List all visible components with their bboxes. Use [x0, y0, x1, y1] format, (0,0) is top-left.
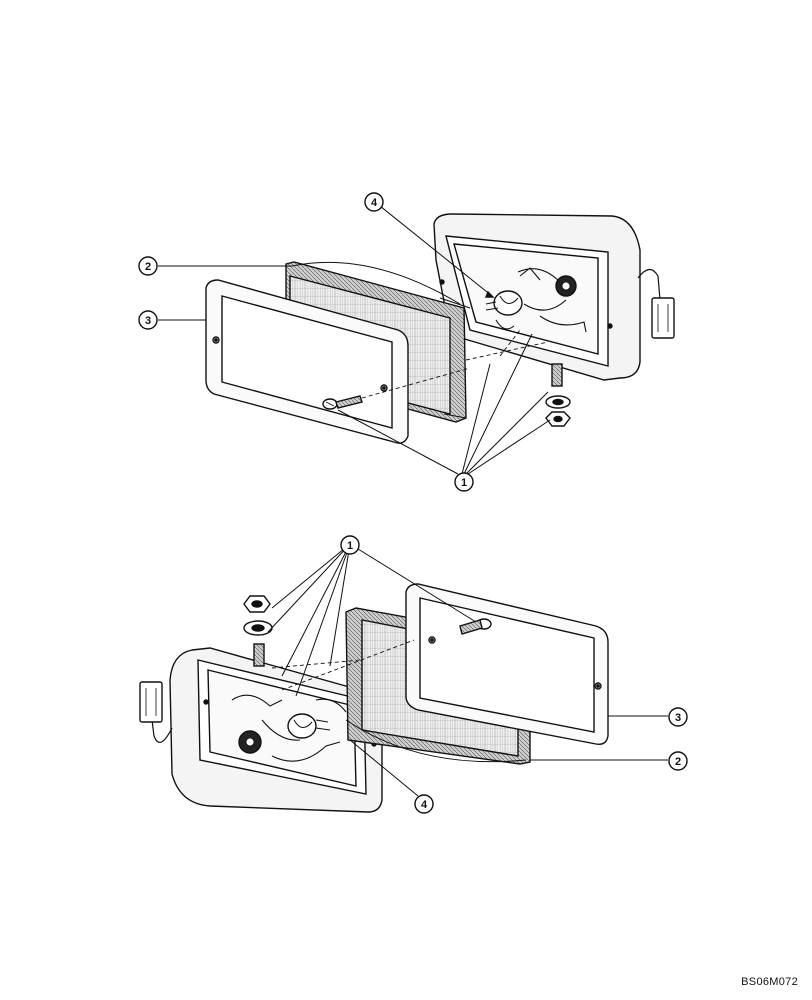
top-callout-2: 2: [138, 256, 158, 276]
bottom-bulb: [287, 713, 331, 739]
svg-text:1: 1: [461, 477, 467, 489]
bottom-plug-connector: [139, 681, 163, 723]
top-callout-4: 4: [364, 192, 384, 212]
top-assembly: [158, 205, 675, 475]
svg-text:4: 4: [421, 799, 428, 811]
svg-text:2: 2: [145, 261, 151, 273]
bottom-callout-1: 1: [340, 535, 360, 555]
bottom-screw: [459, 618, 492, 635]
svg-text:2: 2: [675, 756, 681, 768]
bottom-callout-4: 4: [414, 794, 434, 814]
top-screw: [322, 395, 363, 410]
top-bulb: [485, 290, 523, 316]
top-stud: [551, 363, 563, 387]
top-plug-connector: [651, 297, 675, 339]
bottom-bezel-frame: [405, 583, 609, 746]
svg-text:1: 1: [347, 540, 353, 552]
svg-text:3: 3: [675, 712, 681, 724]
bottom-assembly: [139, 543, 668, 813]
drawing-code: BS06M072: [741, 976, 798, 988]
top-callout-3: 3: [138, 310, 158, 330]
top-lamp-housing: [433, 213, 675, 427]
bottom-callout-3: 3: [668, 707, 688, 727]
bottom-stud: [253, 643, 265, 667]
svg-text:4: 4: [371, 197, 378, 209]
bottom-callout-2: 2: [668, 751, 688, 771]
svg-text:3: 3: [145, 315, 151, 327]
top-callout-1: 1: [454, 472, 474, 492]
